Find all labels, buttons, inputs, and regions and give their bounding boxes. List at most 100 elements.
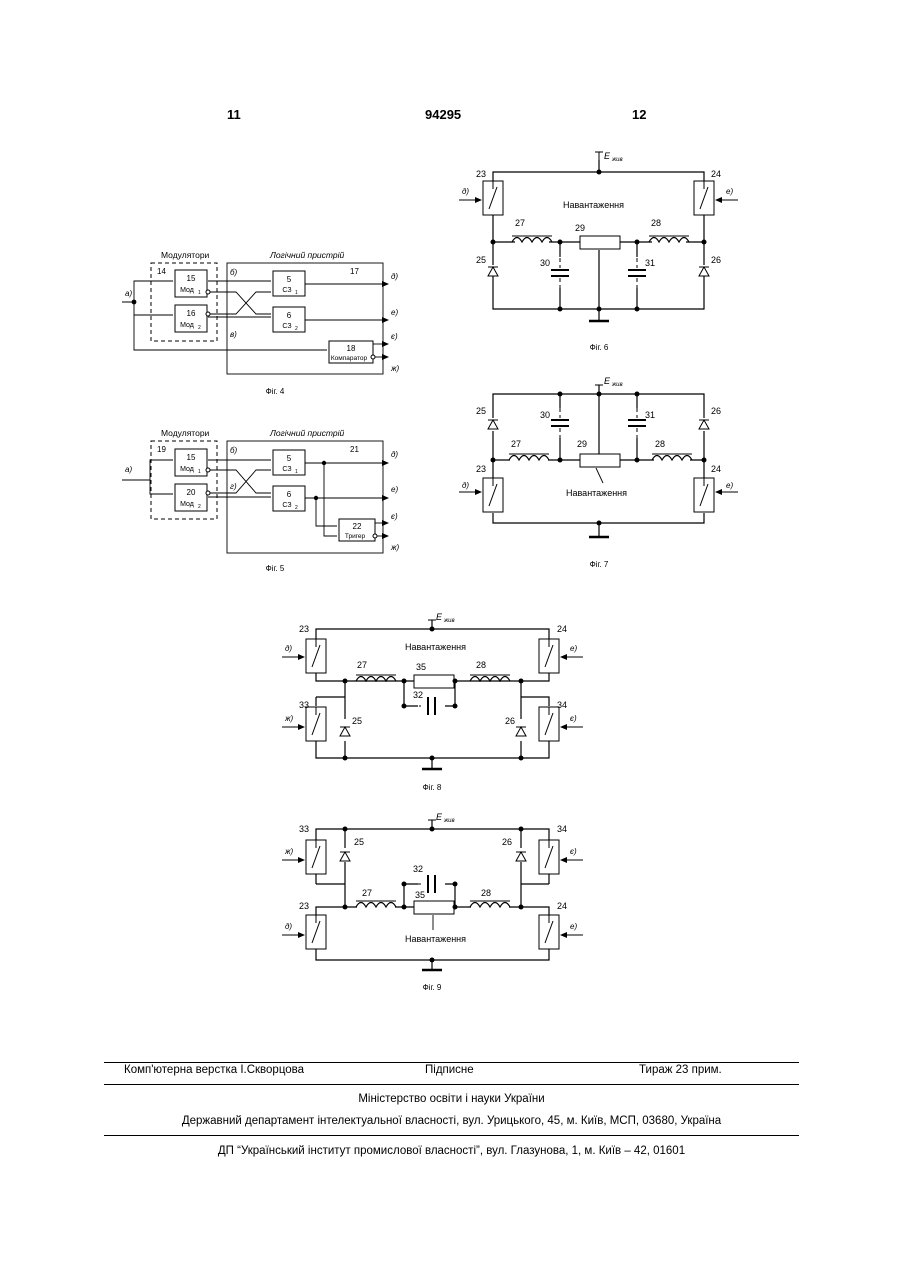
fig5-direct-links: [208, 460, 271, 497]
fig8-n32: 32: [413, 690, 423, 700]
fig5-mod2-label: Мод: [180, 501, 194, 508]
fig5-out-d: д): [391, 450, 398, 459]
fig8-n35: 35: [416, 662, 426, 672]
fig5-cs1-sub: 1: [295, 469, 298, 475]
fig9-switch-34: [539, 840, 559, 874]
fig6-cap-31: [628, 270, 646, 276]
fig5-cs1-label: СЗ: [282, 466, 291, 473]
fig6-load-label: Навантаження: [563, 200, 624, 210]
fig5-mod1-label: Мод: [180, 466, 194, 473]
fig7-switch-23: [483, 478, 503, 512]
fig4-out-e: е): [391, 308, 398, 317]
fig7-n31: 31: [645, 410, 655, 420]
fig5-trigger-feeds: [316, 463, 337, 536]
fig7-n26: 26: [711, 406, 721, 416]
fig8-supply-sub: жив: [443, 618, 455, 624]
fig7-in-d: д): [462, 481, 469, 490]
fig6-cap-30: [551, 270, 569, 276]
fig7-circuit: E жив д) е) 25 26 30 31 27 29 28 23 24 Н…: [459, 376, 738, 569]
fig8-n34: 34: [557, 700, 567, 710]
fig9-switch-33: [306, 840, 326, 874]
fig4-logic-title: Логічний пристрій: [269, 250, 345, 260]
fig8-load-35: [414, 675, 454, 688]
fig5-in-label: а): [125, 465, 132, 474]
fig9-supply-sub: жив: [443, 818, 455, 824]
fig5-mod2-num: 20: [187, 488, 196, 497]
fig7-load-29: [580, 454, 620, 467]
fig9-load-label: Навантаження: [405, 934, 466, 944]
fig4-comp-num: 18: [347, 344, 356, 353]
fig8-diode-26: [516, 727, 526, 736]
fig4-mod2-sub: 2: [198, 325, 201, 331]
fig4-block-diagram: Модулятори Логічний пристрій 14 17 15 Мо…: [122, 250, 400, 396]
fig8-in-d: д): [285, 644, 292, 653]
fig8-n26: 26: [505, 716, 515, 726]
fig5-modulators-title: Модулятори: [161, 428, 210, 438]
fig8-inductor-28: [470, 675, 510, 681]
fig9-n26: 26: [502, 837, 512, 847]
fig6-inductor-28: [649, 236, 689, 242]
fig8-switch-23: [306, 639, 326, 673]
fig6-switch-24: [694, 181, 714, 215]
fig4-cross-links: [210, 292, 271, 314]
fig4-cs2-num: 6: [287, 311, 292, 320]
fig4-group-num: 14: [157, 267, 166, 276]
fig9-n28: 28: [481, 888, 491, 898]
fig8-circuit: E жив д) е) ж) є) 23 24 33 34 27 35 28 3…: [282, 612, 583, 792]
fig9-n32: 32: [413, 864, 423, 874]
footer-department: Державний департамент інтелектуальної вл…: [104, 1115, 799, 1127]
fig9-switch-23: [306, 915, 326, 949]
fig6-in-e: е): [726, 187, 733, 196]
fig7-caption: Фіг. 7: [590, 560, 609, 569]
footer-rule-bottom: [104, 1135, 799, 1136]
footer-rule-mid: [104, 1084, 799, 1085]
footer-ministry: Міністерство освіти і науки України: [104, 1093, 799, 1105]
fig7-n23: 23: [476, 464, 486, 474]
fig6-diode-25: [488, 267, 498, 276]
fig9-switch-24: [539, 915, 559, 949]
fig6-n30: 30: [540, 258, 550, 268]
fig8-switch-33: [306, 707, 326, 741]
fig9-supply: E: [436, 812, 443, 822]
fig7-load-label: Навантаження: [566, 488, 627, 498]
fig6-n28: 28: [651, 218, 661, 228]
fig4-v-label: в): [230, 330, 237, 339]
fig8-supply: E: [436, 612, 443, 622]
fig4-out-d: д): [391, 272, 398, 281]
fig7-inductor-27: [509, 454, 549, 460]
fig8-n33: 33: [299, 700, 309, 710]
fig4-mod2-label: Мод: [180, 322, 194, 329]
fig5-mod1-num: 15: [187, 453, 196, 462]
fig7-in-e: е): [726, 481, 733, 490]
fig5-trig-label: Тригер: [345, 533, 366, 540]
footer-institute: ДП “Український інститут промислової вла…: [104, 1145, 799, 1157]
fig4-out-ye: є): [391, 332, 398, 341]
fig8-in-zh: ж): [284, 714, 294, 723]
fig5-trig-num: 22: [353, 522, 362, 531]
fig5-cs2-label: СЗ: [282, 502, 291, 509]
fig4-cs2-sub: 2: [295, 326, 298, 332]
fig7-supply: E: [604, 376, 611, 386]
fig9-n33: 33: [299, 824, 309, 834]
fig4-in-label: а): [125, 289, 132, 298]
fig8-n28: 28: [476, 660, 486, 670]
fig4-cs1-sub: 1: [295, 290, 298, 296]
fig5-block-diagram: Модулятори Логічний пристрій 19 21 15 Мо…: [122, 428, 400, 573]
fig8-load-label: Навантаження: [405, 642, 466, 652]
fig9-caption: Фіг. 9: [423, 983, 442, 992]
fig6-circuit: E жив д) е) 23 24 25 26 27 28 29 30 31 Н…: [459, 151, 738, 352]
fig4-out-zh: ж): [390, 364, 400, 373]
fig6-supply-sub: жив: [611, 157, 623, 163]
fig9-inductor-28: [470, 901, 510, 907]
fig6-caption: Фіг. 6: [590, 343, 609, 352]
fig7-n29: 29: [577, 439, 587, 449]
fig5-cs1-num: 5: [287, 454, 292, 463]
fig6-n29: 29: [575, 223, 585, 233]
fig8-n25: 25: [352, 716, 362, 726]
fig6-switch-23: [483, 181, 503, 215]
fig4-mod1-sub: 1: [198, 290, 201, 296]
fig9-in-d: д): [285, 922, 292, 931]
fig5-cross-links: [210, 470, 271, 493]
fig4-modulators-title: Модулятори: [161, 250, 210, 260]
fig9-inductor-27: [356, 901, 396, 907]
